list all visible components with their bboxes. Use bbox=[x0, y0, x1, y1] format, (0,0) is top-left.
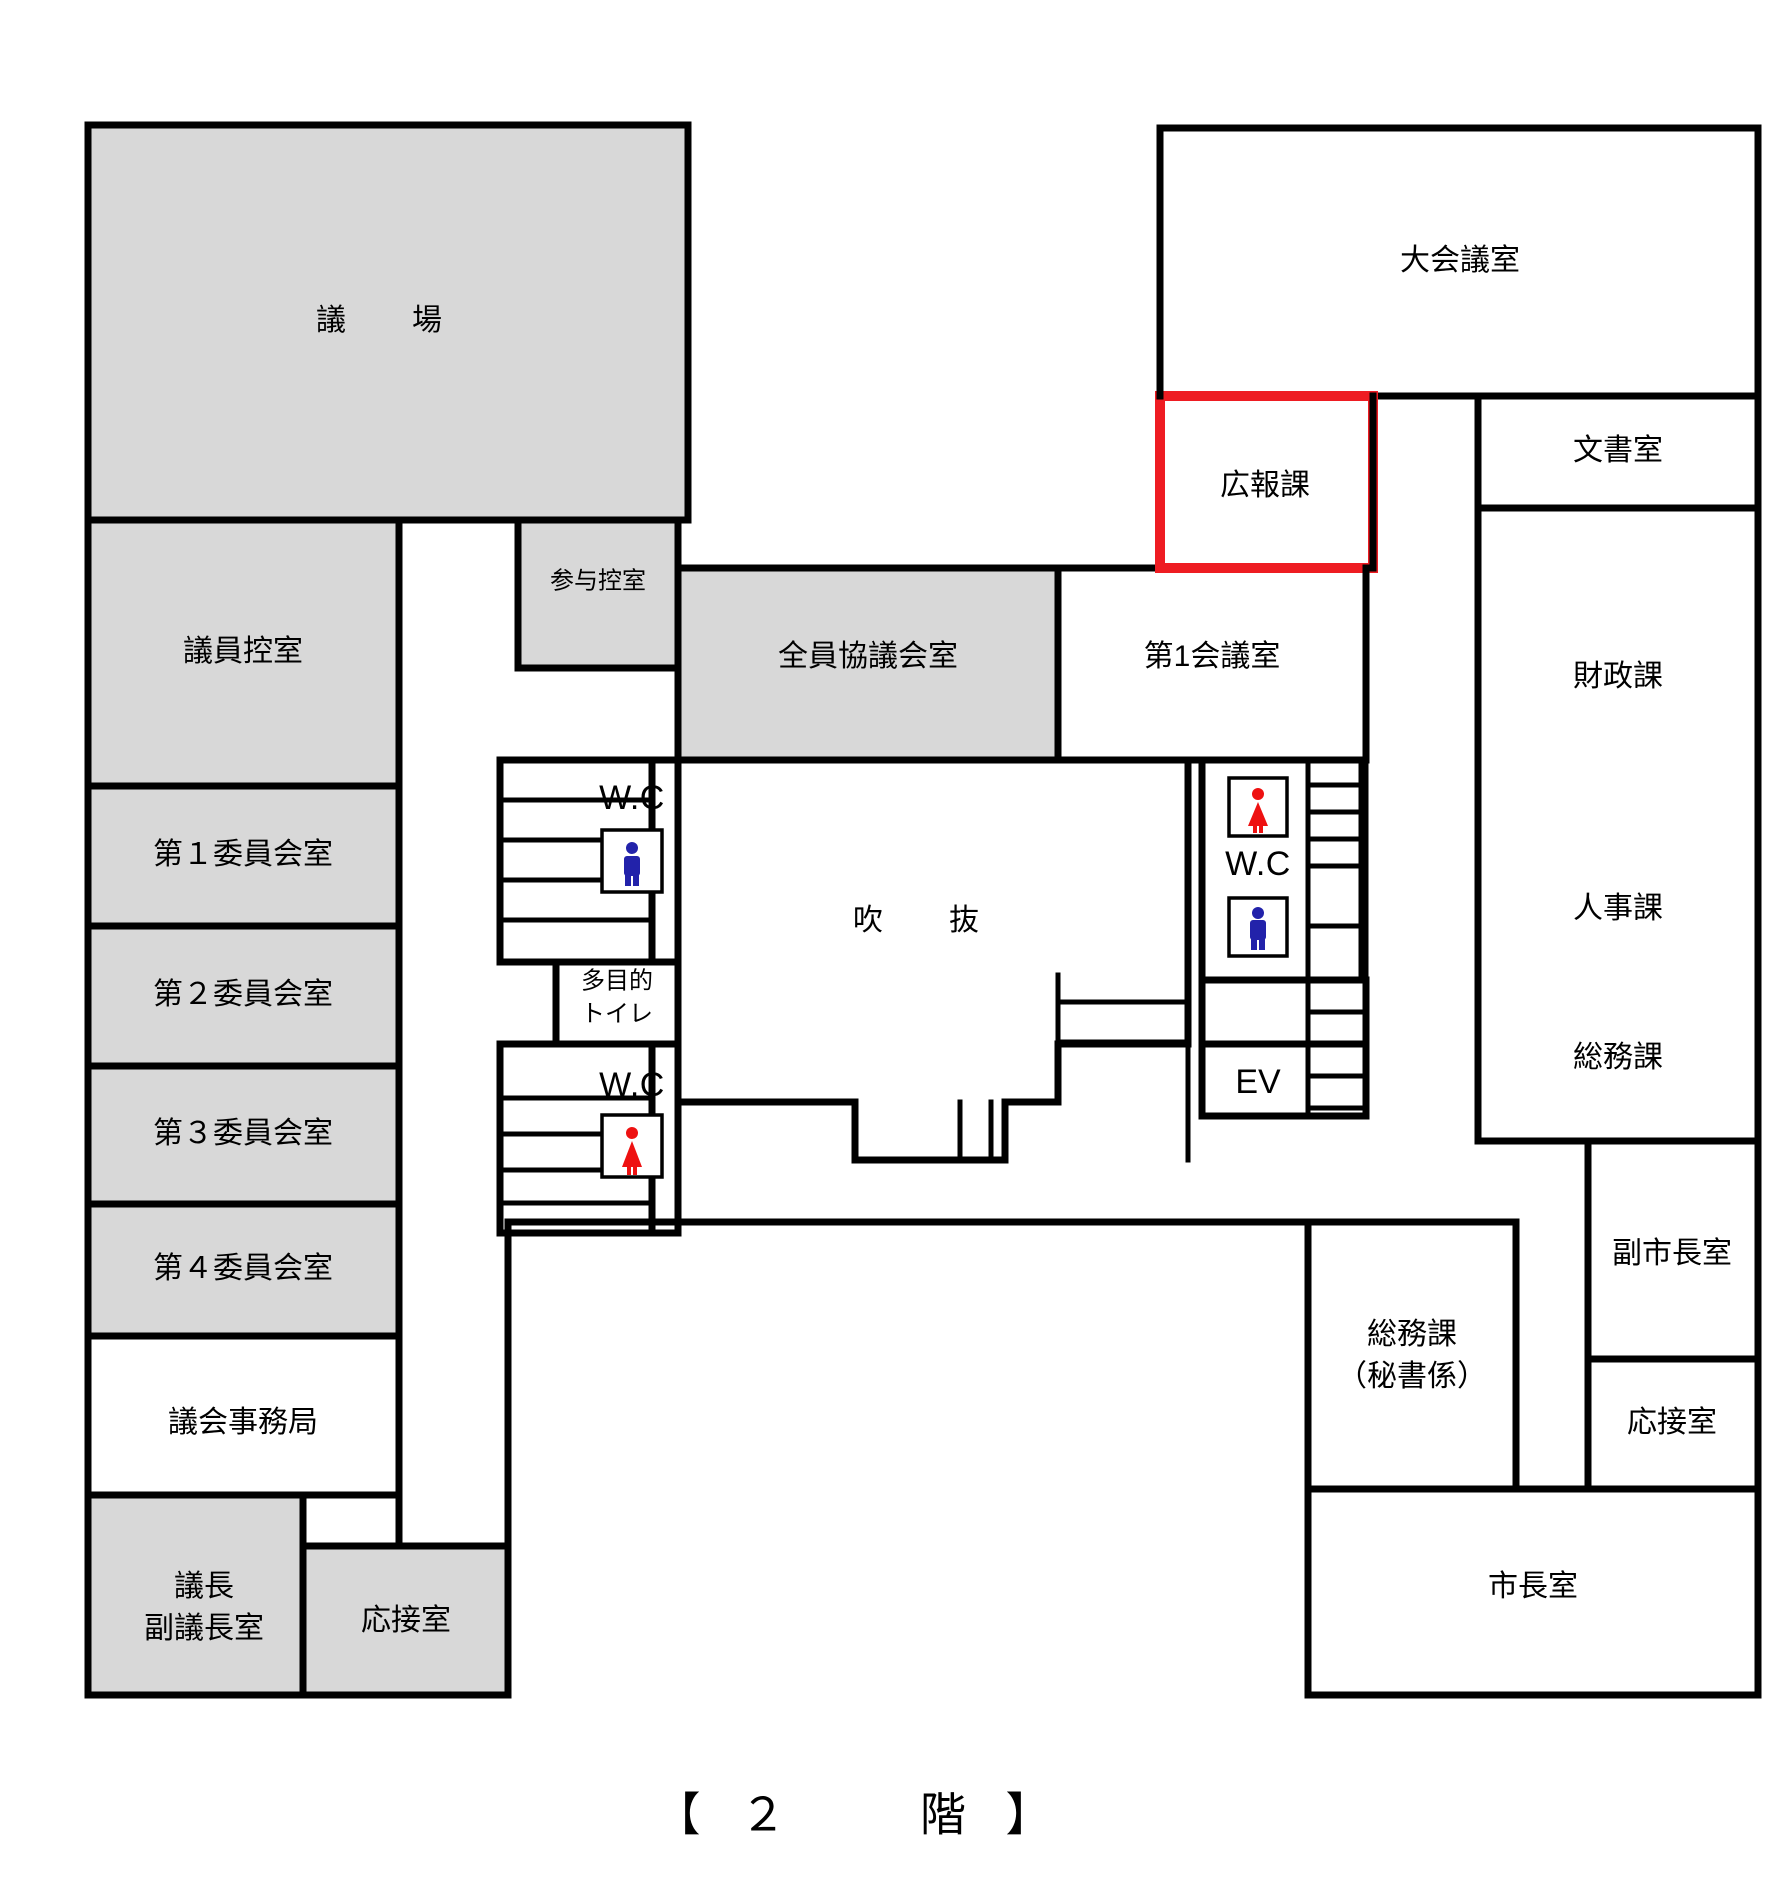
room-advisor-lounge[interactable] bbox=[514, 516, 682, 672]
wc-label-upper-left: W.C bbox=[599, 779, 665, 817]
room-label-plenary-council: 全員協議会室 bbox=[778, 640, 958, 673]
room-label-general-affairs: 総務課 bbox=[1573, 1041, 1663, 1074]
room-general-affairs-secretary[interactable] bbox=[1304, 1218, 1520, 1493]
room-label-advisor-lounge: 参与控室 bbox=[550, 567, 646, 594]
room-elevator[interactable] bbox=[1198, 1040, 1370, 1120]
multipurpose-toilet-label-line2: トイレ bbox=[581, 1000, 653, 1027]
floor-title-svg: 【 ２ 階 】 bbox=[655, 1790, 1066, 1841]
female-restroom-icon-lower bbox=[622, 1127, 642, 1175]
room-label-mayor: 市長室 bbox=[1488, 1570, 1578, 1603]
room-label-chair-reception: 応接室 bbox=[361, 1604, 451, 1637]
room-label-secretary-line2: （秘書係） bbox=[1337, 1360, 1487, 1393]
elevator-label: EV bbox=[1235, 1063, 1281, 1101]
room-large-meeting[interactable] bbox=[1156, 124, 1762, 400]
room-label-chair-vicechair-line2: 副議長室 bbox=[144, 1612, 264, 1645]
room-label-atrium: 吹 抜 bbox=[853, 904, 997, 937]
room-label-personnel: 人事課 bbox=[1573, 892, 1663, 925]
room-label-assembly-secretariat: 議会事務局 bbox=[168, 1406, 318, 1439]
male-restroom-icon-right bbox=[1250, 907, 1266, 950]
room-label-assembly-hall: 議 場 bbox=[316, 304, 460, 337]
room-label-vice-mayor: 副市長室 bbox=[1612, 1237, 1732, 1270]
room-label-committee-1: 第１委員会室 bbox=[153, 838, 333, 871]
room-label-mayor-reception: 応接室 bbox=[1627, 1406, 1717, 1439]
room-label-large-meeting: 大会議室 bbox=[1400, 244, 1520, 277]
room-label-chair-vicechair-line1: 議長 bbox=[174, 1570, 234, 1603]
room-label-committee-4: 第４委員会室 bbox=[153, 1252, 333, 1285]
room-label-public-relations: 広報課 bbox=[1220, 469, 1310, 502]
room-mayor-reception[interactable] bbox=[1584, 1355, 1762, 1493]
room-label-finance: 財政課 bbox=[1573, 660, 1663, 693]
room-label-meeting-1: 第1会議室 bbox=[1144, 640, 1281, 673]
room-label-document: 文書室 bbox=[1573, 434, 1663, 467]
room-label-secretary-line1: 総務課 bbox=[1367, 1318, 1457, 1351]
floor-title: 【 ２ 階 】 bbox=[655, 1790, 1066, 1841]
wc-label-right: W.C bbox=[1225, 845, 1291, 883]
room-meeting-1[interactable] bbox=[1054, 564, 1370, 764]
corridor-lower-outline bbox=[504, 1218, 1312, 1489]
room-member-lounge[interactable] bbox=[84, 516, 403, 790]
atrium-outline bbox=[674, 756, 1192, 1164]
room-label-committee-2: 第２委員会室 bbox=[153, 978, 333, 1011]
female-restroom-icon-right bbox=[1248, 788, 1268, 833]
wc-block-lower-left[interactable] bbox=[496, 1040, 682, 1237]
male-restroom-icon-upper bbox=[624, 842, 640, 886]
female-restroom-icon-box-right bbox=[1227, 776, 1289, 838]
room-label-committee-3: 第３委員会室 bbox=[153, 1117, 333, 1150]
room-label-member-lounge: 議員控室 bbox=[183, 635, 303, 668]
multipurpose-toilet-label-line1: 多目的 bbox=[581, 967, 653, 994]
wc-label-lower-left: W.C bbox=[599, 1066, 665, 1104]
room-assembly-hall[interactable] bbox=[84, 121, 692, 524]
